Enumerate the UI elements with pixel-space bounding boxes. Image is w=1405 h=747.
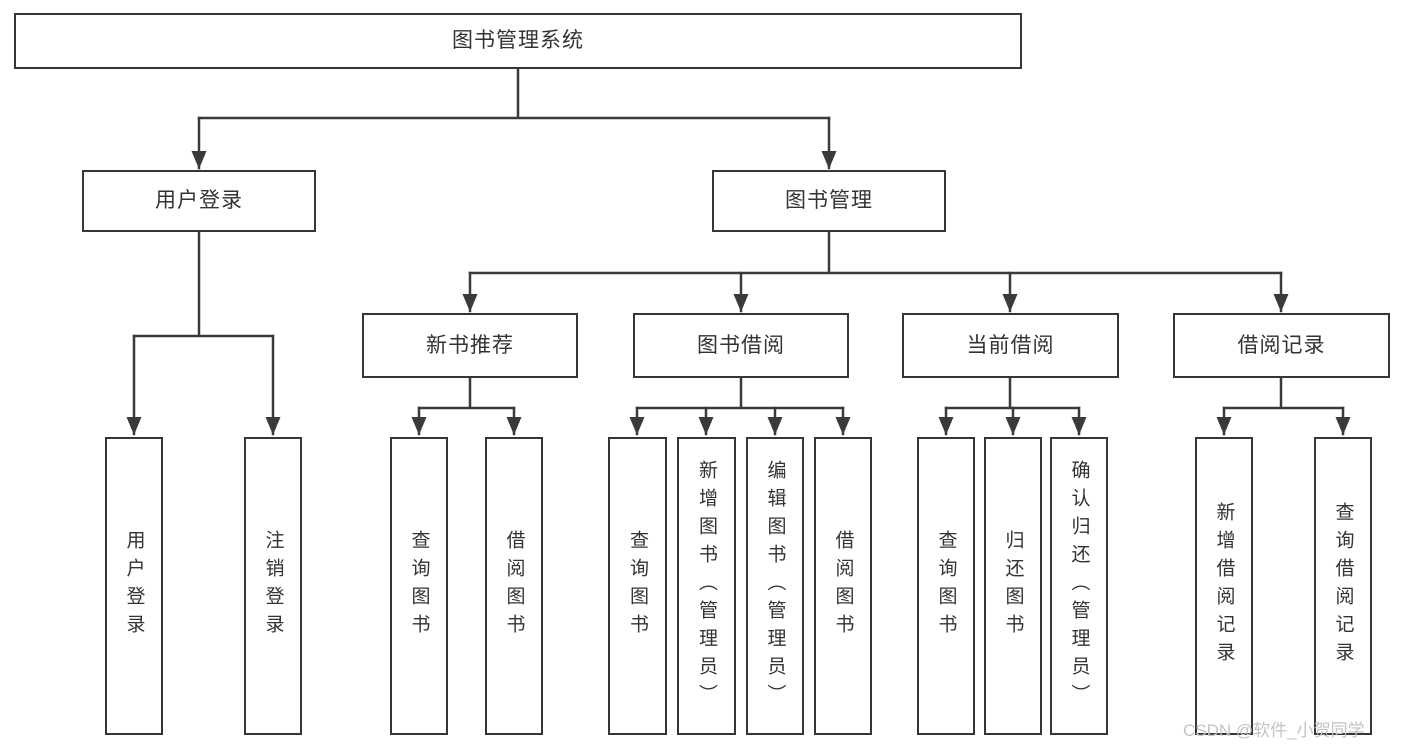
node-label: 当前借阅 (966, 333, 1055, 357)
node-borrow-record: 借阅记录 (1173, 313, 1390, 378)
node-user-login: 用户登录 (82, 170, 316, 232)
node-label: 查询图书 (935, 530, 957, 642)
node-root-system: 图书管理系统 (14, 13, 1022, 69)
node-label: 编辑图书（管理员） (764, 460, 786, 712)
leaf-borrow-books-recommend: 借阅图书 (485, 437, 543, 735)
node-label: 新增借阅记录 (1213, 502, 1235, 670)
node-book-borrow: 图书借阅 (633, 313, 849, 378)
leaf-query-books-borrow: 查询图书 (608, 437, 667, 735)
leaf-query-books-current: 查询图书 (917, 437, 975, 735)
node-new-book-recommend: 新书推荐 (362, 313, 578, 378)
connector-current-borrow-children (938, 376, 1087, 436)
csdn-watermark: CSDN @软件_小贺同学 (1183, 721, 1365, 740)
node-label: 注销登录 (262, 530, 284, 642)
leaf-query-borrow-record: 查询借阅记录 (1314, 437, 1372, 735)
leaf-user-login: 用户登录 (105, 437, 163, 735)
leaf-query-books-recommend: 查询图书 (390, 437, 448, 735)
node-label: 新增图书（管理员） (696, 460, 717, 712)
node-label: 查询图书 (627, 530, 648, 642)
node-label: 用户登录 (155, 189, 243, 213)
node-label: 借阅图书 (503, 530, 525, 642)
connector-borrow-record-children (1216, 376, 1351, 436)
node-label: 查询图书 (408, 530, 430, 642)
node-current-borrow: 当前借阅 (902, 313, 1119, 378)
node-label: 图书管理 (785, 189, 873, 213)
leaf-return-books: 归还图书 (984, 437, 1042, 735)
connector-user-login-children (126, 230, 281, 436)
node-label: 新书推荐 (426, 333, 514, 357)
node-book-management: 图书管理 (712, 170, 946, 232)
node-label: 图书管理系统 (452, 29, 584, 53)
connector-new-book-children (411, 376, 522, 436)
connector-book-borrow-children (629, 376, 851, 436)
leaf-edit-book-admin: 编辑图书（管理员） (746, 437, 804, 735)
node-label: 归还图书 (1002, 530, 1024, 642)
node-label: 查询借阅记录 (1332, 502, 1354, 670)
leaf-add-book-admin: 新增图书（管理员） (677, 437, 736, 735)
leaf-borrow-books: 借阅图书 (814, 437, 872, 735)
leaf-add-borrow-record: 新增借阅记录 (1195, 437, 1253, 735)
node-label: 图书借阅 (697, 333, 785, 357)
leaf-logout: 注销登录 (244, 437, 302, 735)
leaf-confirm-return-admin: 确认归还（管理员） (1050, 437, 1108, 735)
connector-book-mgmt-children (462, 230, 1289, 313)
connector-root-to-level2 (191, 67, 837, 170)
node-label: 用户登录 (123, 530, 145, 642)
node-label: 借阅图书 (832, 530, 854, 642)
node-label: 借阅记录 (1237, 333, 1326, 357)
node-label: 确认归还（管理员） (1068, 460, 1090, 712)
